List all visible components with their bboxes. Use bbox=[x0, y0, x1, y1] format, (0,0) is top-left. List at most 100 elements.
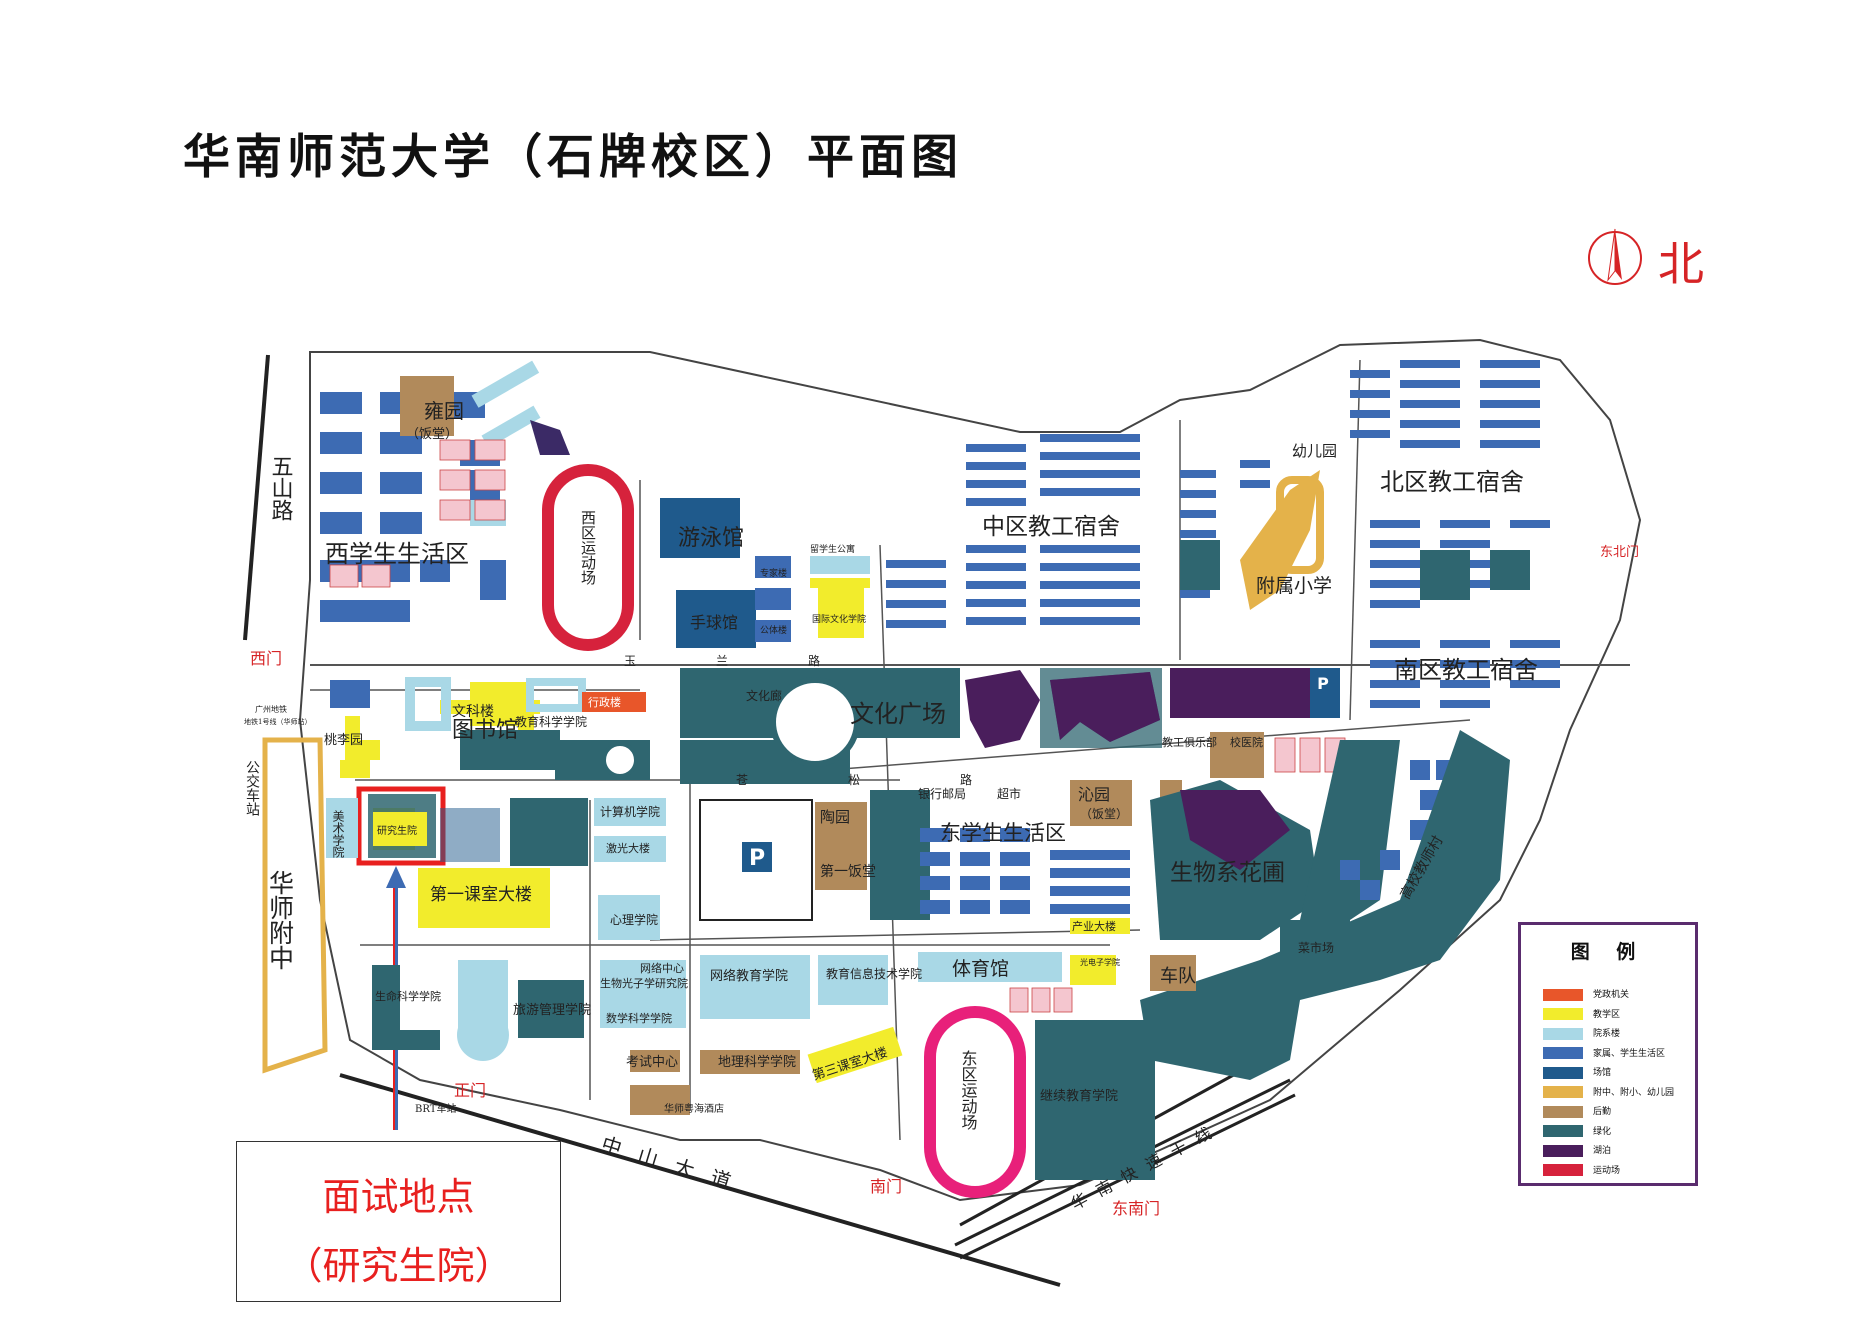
interview-location-callout: 面试地点 （研究生院） bbox=[236, 1141, 561, 1302]
online-education-school bbox=[700, 955, 810, 1019]
info-tech-label: 教育信息技术学院 bbox=[826, 966, 922, 981]
expert-building-label: 专家楼 bbox=[760, 567, 787, 579]
qinyuan-sub-label: （饭堂） bbox=[1080, 807, 1128, 821]
east-student-dormitories bbox=[920, 828, 1130, 914]
west-student-label: 西学生生活区 bbox=[325, 540, 469, 568]
callout-line-1: 面试地点 bbox=[322, 1175, 475, 1219]
huashi-high-label: 华师附中 bbox=[266, 870, 295, 970]
handball-hall bbox=[676, 590, 756, 648]
legend-swatch bbox=[1543, 1047, 1583, 1059]
legend-swatch bbox=[1543, 1008, 1583, 1020]
north-staff-dormitories bbox=[1350, 360, 1550, 608]
metro-line-label: 地铁1号线（华师站） bbox=[244, 717, 311, 726]
gym bbox=[918, 952, 1062, 982]
supermarket-label: 超市 bbox=[997, 786, 1021, 801]
yulan-road-label: 玉兰路 bbox=[624, 653, 900, 668]
admin-building-label: 行政楼 bbox=[588, 695, 621, 709]
wushan-road-line bbox=[243, 354, 270, 641]
exam-center-label: 考试中心 bbox=[626, 1055, 678, 1070]
huashi-high-school bbox=[262, 737, 328, 1074]
intl-culture-building bbox=[818, 588, 864, 638]
hotel-label: 华师粤海酒店 bbox=[664, 1102, 724, 1115]
south-staff-label: 南区教工宿舍 bbox=[1394, 656, 1538, 684]
legend-item: 教学区 bbox=[1543, 1007, 1620, 1020]
wushan-road-label: 五山路 bbox=[268, 455, 294, 521]
computer-school bbox=[594, 798, 666, 826]
main-gate-label: 正门 bbox=[454, 1081, 486, 1100]
north-staff-label: 北区教工宿舍 bbox=[1380, 468, 1524, 496]
affiliated-primary-label: 附属小学 bbox=[1256, 575, 1332, 597]
first-classroom-label: 第一课室大楼 bbox=[430, 885, 532, 905]
northeast-gate-label: 东北门 bbox=[1600, 545, 1639, 560]
southeast-gate-label: 东南门 bbox=[1112, 1199, 1160, 1218]
legend-label: 党政机关 bbox=[1593, 990, 1630, 1000]
qinyuan-label: 沁园 bbox=[1078, 785, 1110, 804]
mid-staff-label: 中区教工宿舍 bbox=[982, 514, 1120, 540]
taoli-label: 桃李园 bbox=[324, 733, 363, 748]
north-label: 北 bbox=[1658, 237, 1704, 291]
public-building-label: 公体楼 bbox=[760, 624, 787, 636]
culture-plaza-label: 文化广场 bbox=[850, 700, 946, 728]
taoyuan-label: 陶园 bbox=[820, 808, 850, 826]
yongyuan-canteen bbox=[400, 376, 454, 436]
geography-label: 地理科学学院 bbox=[718, 1054, 796, 1070]
legend-label: 附中、附小、幼儿园 bbox=[1593, 1087, 1675, 1098]
legend-label: 场馆 bbox=[1593, 1068, 1612, 1078]
legend-item: 院系楼 bbox=[1543, 1026, 1621, 1040]
motorcade bbox=[1150, 955, 1196, 991]
zhongshan-road-line bbox=[339, 1073, 1061, 1287]
online-education-label: 网络教育学院 bbox=[710, 968, 788, 984]
art-school bbox=[326, 798, 358, 858]
legend-swatch bbox=[1543, 1086, 1583, 1098]
life-science-label: 生命科学学院 bbox=[375, 989, 441, 1003]
legend-swatch bbox=[1543, 988, 1583, 1001]
motorcade-label: 车队 bbox=[1160, 966, 1196, 987]
east-field-label: 东区运动场 bbox=[959, 1050, 978, 1131]
swimming-label: 游泳馆 bbox=[678, 526, 744, 551]
lake-1 bbox=[965, 670, 1040, 748]
continuing-ed-label: 继续教育学院 bbox=[1040, 1088, 1118, 1104]
legend-item: 附中、附小、幼儿园 bbox=[1543, 1085, 1675, 1098]
kindergarten-label: 幼儿园 bbox=[1292, 442, 1337, 460]
yongyuan-label: 雍园 bbox=[424, 399, 464, 423]
psychology-school bbox=[598, 900, 660, 940]
library-label: 图书馆 bbox=[452, 718, 518, 743]
east-student-label: 东学生生活区 bbox=[940, 821, 1066, 845]
bank-post-label: 银行邮局 bbox=[918, 787, 966, 801]
legend-label: 家属、学生生活区 bbox=[1593, 1048, 1666, 1059]
north-compass-icon bbox=[1588, 228, 1642, 285]
bio-photon-label: 生物光子学研究院 bbox=[600, 976, 688, 990]
yongyuan-sub-label: （饭堂） bbox=[406, 427, 458, 442]
culture-corridor-label: 文化廊 bbox=[746, 688, 782, 703]
legend-label: 院系楼 bbox=[1593, 1029, 1621, 1039]
legend-item: 家属、学生生活区 bbox=[1543, 1046, 1666, 1059]
hospital-label: 校医院 bbox=[1230, 735, 1263, 749]
parking-sign-east bbox=[1312, 672, 1334, 694]
legend-swatch bbox=[1543, 1125, 1583, 1137]
legend-item: 绿化 bbox=[1543, 1124, 1611, 1137]
legend-label: 湖泊 bbox=[1593, 1146, 1612, 1156]
industry-building-label: 产业大楼 bbox=[1072, 919, 1116, 933]
south-gate-label: 南门 bbox=[870, 1177, 902, 1196]
optoelectronics-label: 光电子学院 bbox=[1080, 957, 1120, 967]
brt-label: BRT车站 bbox=[415, 1102, 456, 1115]
foreign-students-label: 留学生公寓 bbox=[810, 543, 855, 555]
tourism-label: 旅游管理学院 bbox=[513, 1002, 591, 1018]
market-label: 菜市场 bbox=[1298, 940, 1334, 955]
metro-label: 广州地铁 bbox=[255, 704, 287, 714]
computer-school-label: 计算机学院 bbox=[600, 804, 660, 819]
east-sports-field bbox=[924, 1006, 1026, 1198]
psychology-label: 心理学院 bbox=[610, 912, 658, 927]
legend-item: 后勤 bbox=[1543, 1104, 1611, 1118]
callout-line-2: （研究生院） bbox=[284, 1244, 513, 1288]
mid-staff-dormitories bbox=[886, 434, 1140, 628]
first-classroom-building bbox=[418, 868, 550, 928]
west-sports-field bbox=[542, 464, 634, 651]
bus-stop-label: 公交车站 bbox=[244, 760, 260, 816]
legend-item: 湖泊 bbox=[1543, 1143, 1612, 1157]
liberal-arts-label: 文科楼 bbox=[452, 704, 494, 720]
gym-label: 体育馆 bbox=[952, 958, 1009, 980]
legend-item: 党政机关 bbox=[1543, 987, 1630, 1001]
intl-culture-label: 国际文化学院 bbox=[812, 613, 866, 625]
